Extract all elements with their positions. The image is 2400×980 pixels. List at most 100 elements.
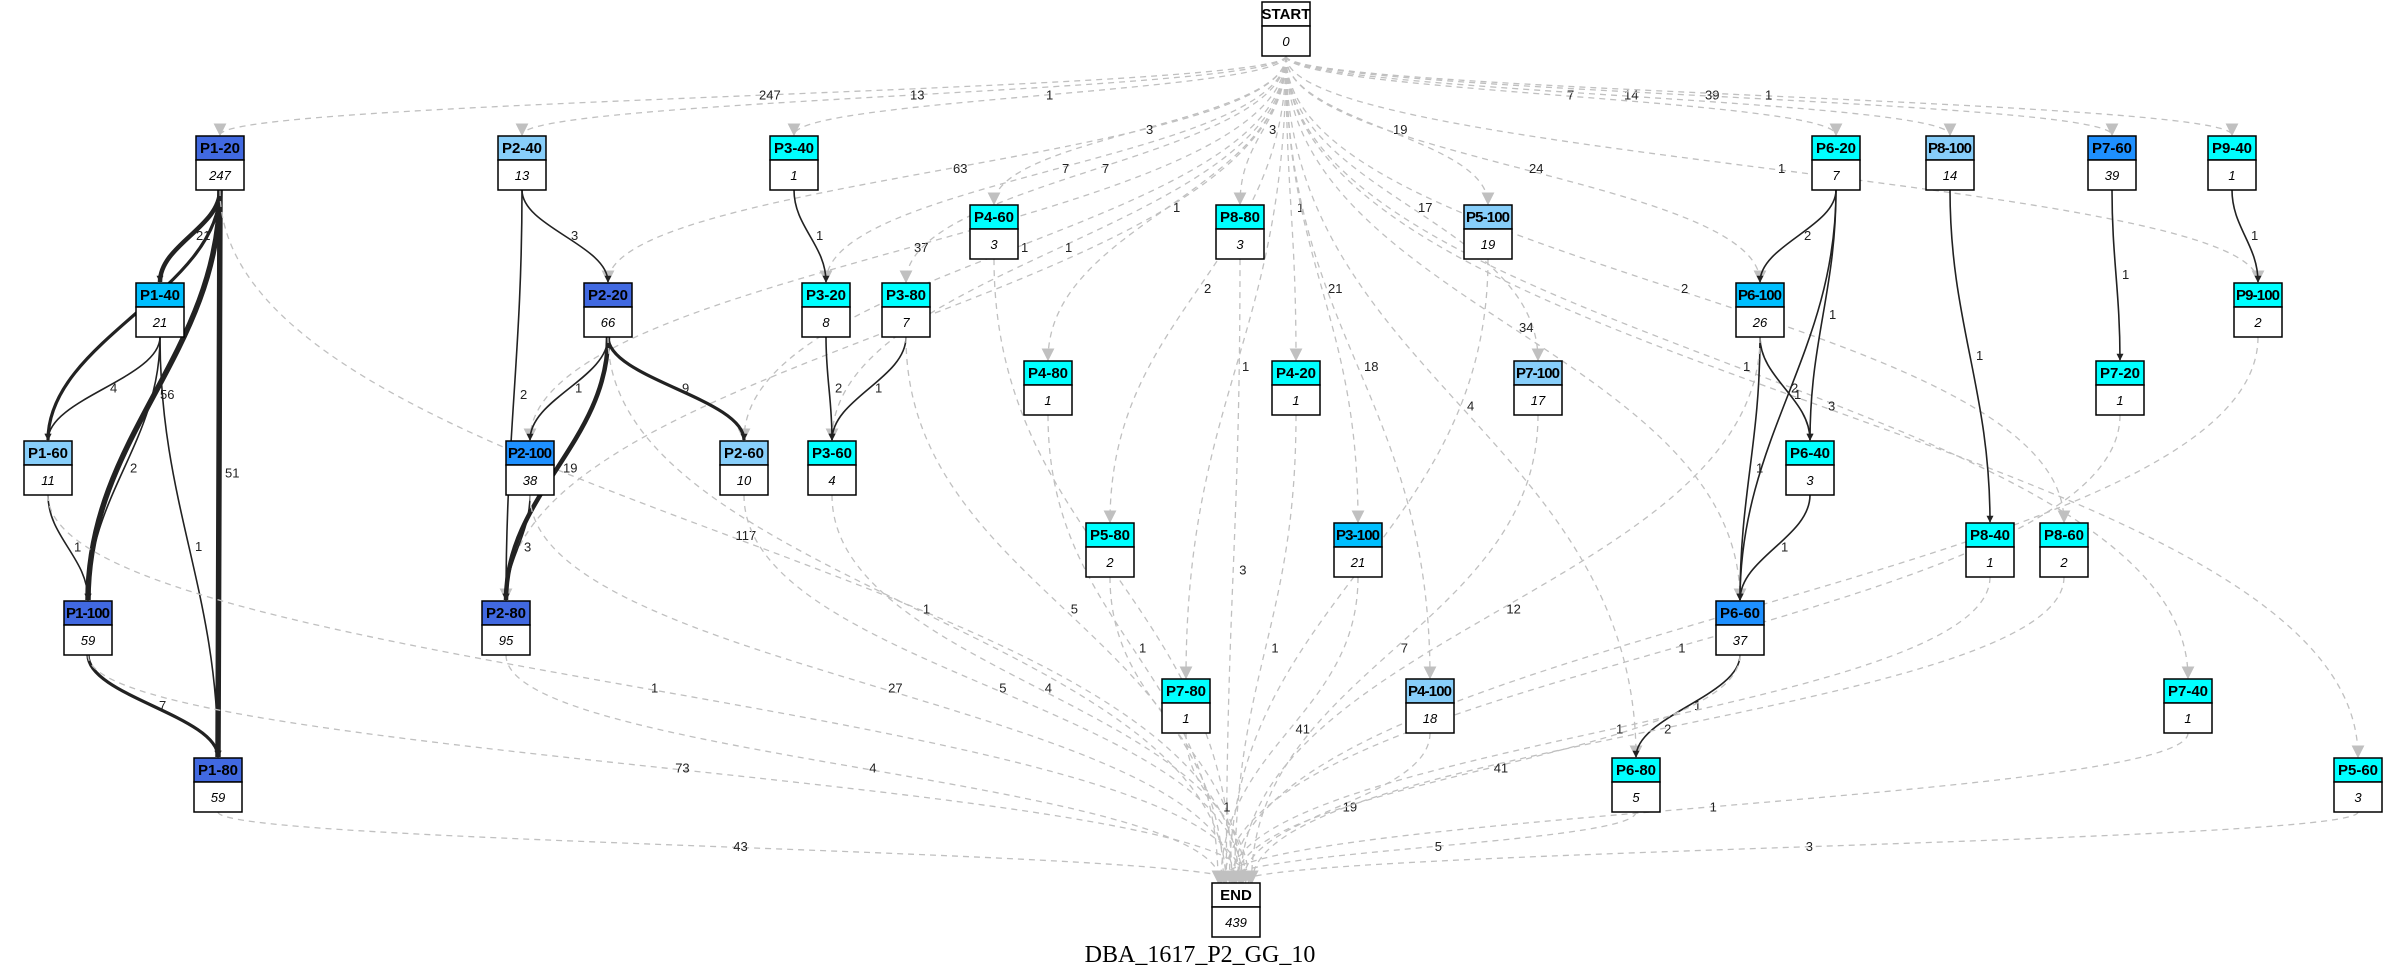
node-p5-80[interactable]: P5-802 [1085,522,1135,578]
edge-p8-80-to-end [1219,258,1241,884]
edge-label: 1 [1242,359,1249,374]
node-p3-80[interactable]: P3-807 [881,282,931,338]
edge-p2-20-to-end [607,336,1233,884]
node-p8-80[interactable]: P8-803 [1215,204,1265,260]
edge-label: 4 [1045,681,1052,696]
edge-start-to-p8-60 [1285,55,2071,524]
edge-label: 39 [1705,88,1719,103]
node-header [1161,678,1211,704]
node-header [2207,135,2257,161]
edge-label: 1 [1271,641,1278,656]
edge-start-to-p3-20 [819,55,1287,284]
node-count: 3 [2354,790,2362,805]
node-p6-40[interactable]: P6-403 [1785,440,1835,496]
node-body [497,159,547,191]
edge-label: 41 [1296,722,1310,737]
edge-p2-100-to-p2-80 [502,494,531,601]
node-label: P6-40 [1790,445,1830,462]
node-label: P3-20 [806,287,846,304]
node-label: P3-80 [886,287,926,304]
node-p4-20[interactable]: P4-201 [1271,360,1321,416]
node-p9-40[interactable]: P9-401 [2207,135,2257,191]
node-p5-60[interactable]: P5-60 3 [2333,757,2383,813]
edge-label: 34 [1519,320,1533,335]
edge-label: 1 [1139,641,1146,656]
node-count: 21 [1350,555,1365,570]
node-label: P5-60 [2338,762,2378,779]
node-p4-60[interactable]: P4-603 [969,204,1019,260]
node-p8-60[interactable]: P8-602 [2039,522,2089,578]
edge-start-to-p1-20 [213,55,1287,137]
node-p3-40[interactable]: P3-401 [769,135,819,191]
edge-p1-40-to-p1-60 [44,336,161,441]
node-p3-60[interactable]: P3-604 [807,440,857,496]
node-body [2333,781,2383,813]
node-count: 1 [2184,711,2191,726]
edge-label: 1 [1710,800,1717,815]
node-body [1715,624,1765,656]
node-label: P2-100 [508,445,552,462]
edge-label: 4 [869,761,876,776]
node-label: P6-100 [1738,287,1782,304]
edge-start-to-p4-100 [1285,55,1437,680]
edge-p8-40-to-end [1223,576,1991,884]
edge-label: 1 [1778,161,1785,176]
edge-p1-20-to-end [219,189,1246,884]
node-body [2087,159,2137,191]
node-p4-80[interactable]: P4-801 [1023,360,1073,416]
node-p8-40[interactable]: P8-401 [1965,522,2015,578]
edge-label: 3 [1239,563,1246,578]
edge-start-to-p7-40 [1285,55,2195,680]
node-header [1215,204,1265,230]
node-count: 1 [2228,168,2235,183]
edge-label: 1 [1297,200,1304,215]
edge-start-to-p4-80 [1041,55,1287,362]
node-p7-80[interactable]: P7-801 [1161,678,1211,734]
edge-start-to-p3-40 [787,55,1287,137]
node-p7-20[interactable]: P7-201 [2095,360,2145,416]
edge-p2-20-to-p2-60 [606,336,748,441]
node-label: P7-100 [1516,365,1560,382]
edge-start-to-p2-20 [601,55,1287,284]
node-count: 59 [81,633,95,648]
edge-start-to-p6-80 [1285,55,1643,759]
node-label: P8-60 [2044,527,2084,544]
edge-start-to-p4-20 [1285,55,1303,362]
edge-label: 1 [923,602,930,617]
node-p7-40[interactable]: P7-401 [2163,678,2213,734]
edge-start-to-p9-40 [1285,55,2239,137]
node-p6-80[interactable]: P6-805 [1611,757,1661,813]
edge-label: 4 [1467,399,1474,414]
edge-label: 1 [74,540,81,555]
node-body [1333,546,1383,578]
node-p6-100[interactable]: P6-100 26 [1735,282,1785,338]
node-p3-20[interactable]: P3-208 [801,282,851,338]
edge-start-to-p6-60 [1285,55,1747,602]
node-count: 26 [1752,315,1768,330]
node-body [1215,228,1265,260]
edge-start-to-p5-100 [1285,55,1495,206]
node-body [1261,25,1311,57]
node-header [2163,678,2213,704]
node-p6-20[interactable]: P6-207 [1811,135,1861,191]
